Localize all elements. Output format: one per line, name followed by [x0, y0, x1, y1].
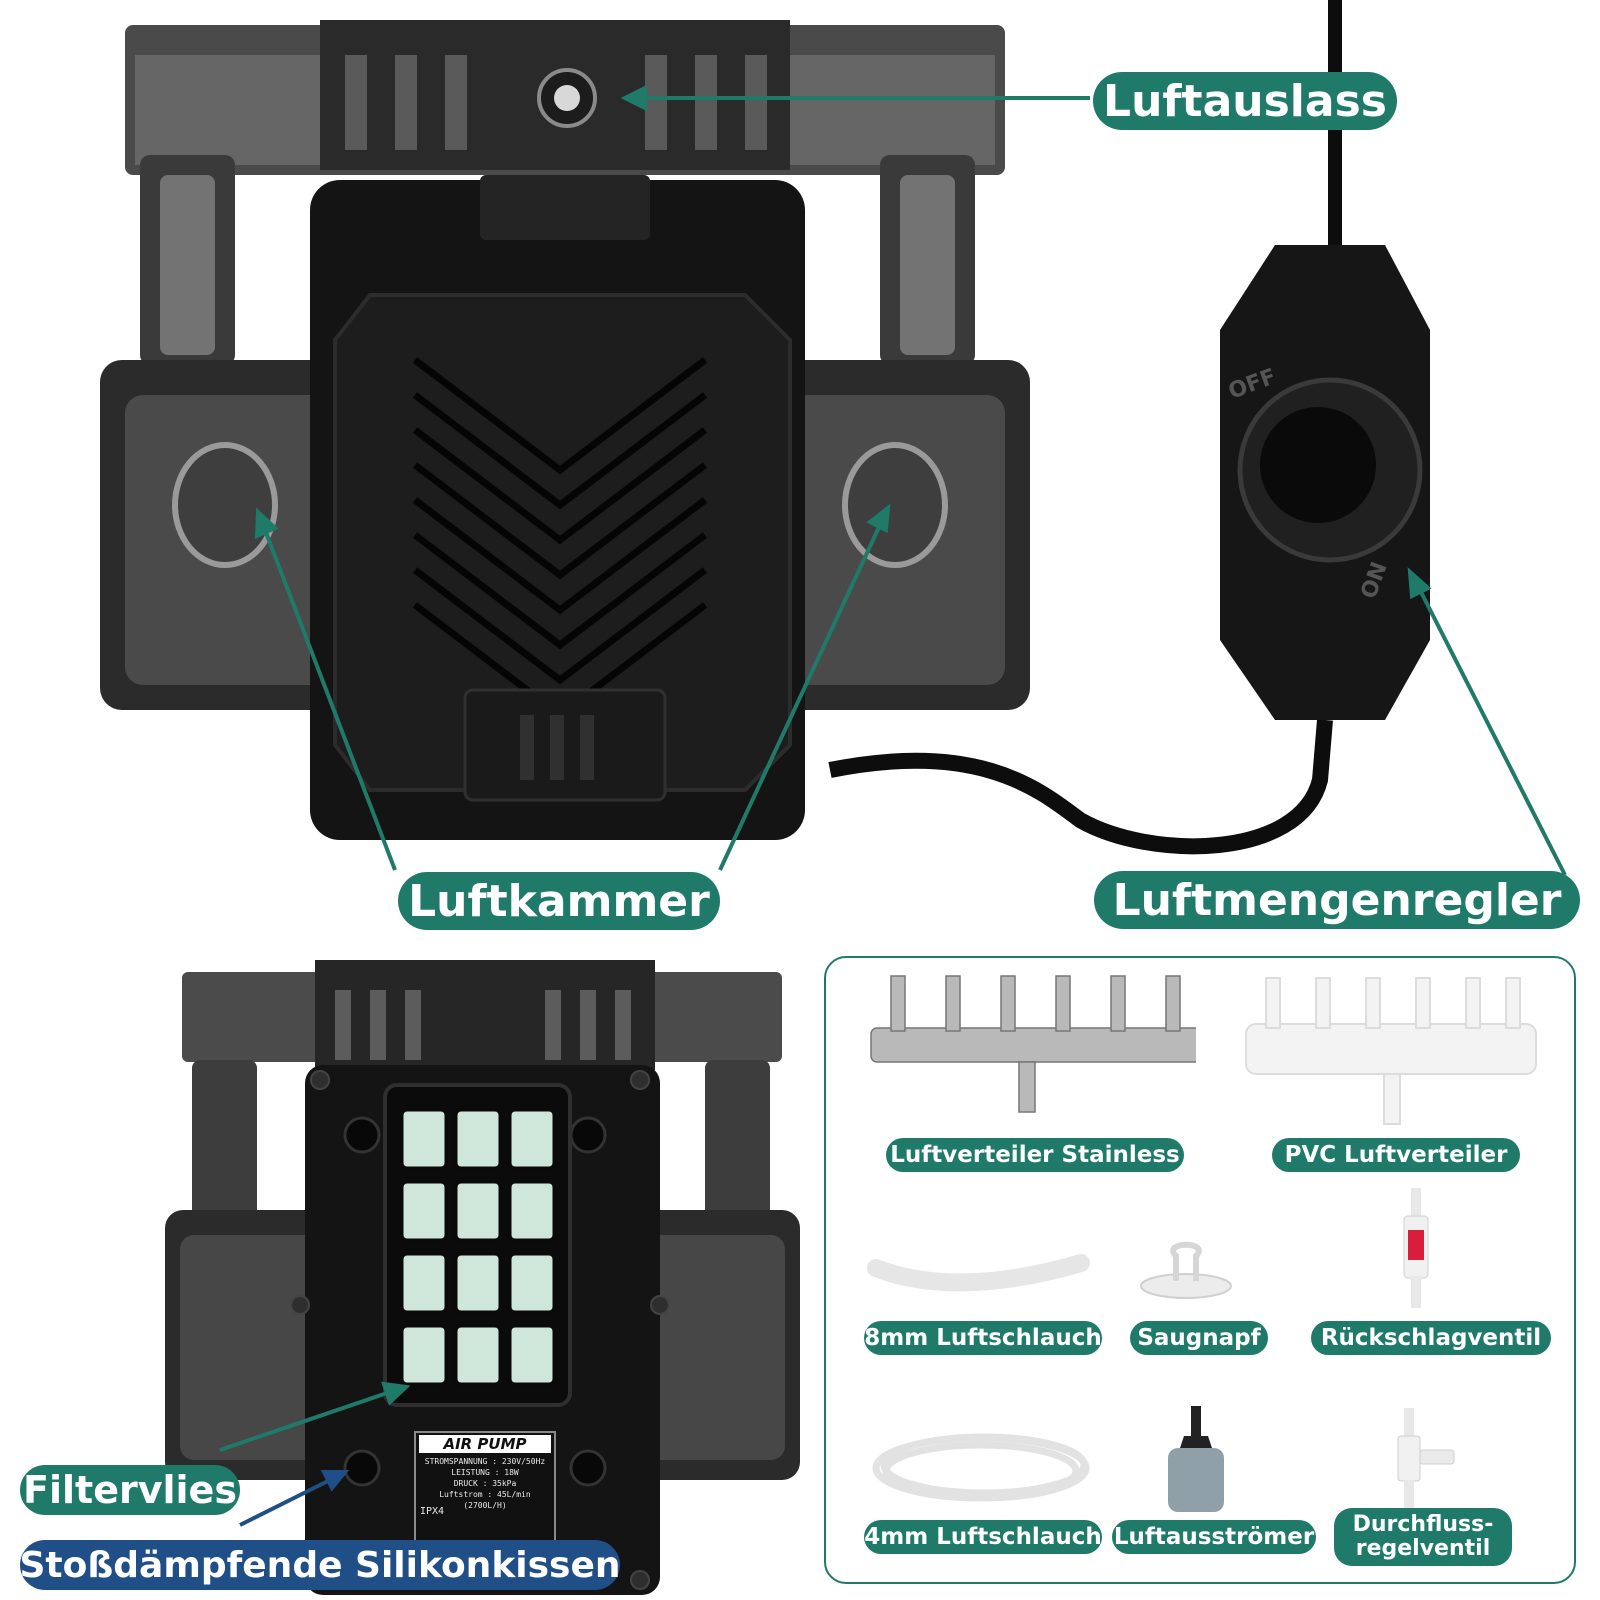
accessory-label-check-valve: Rückschlagventil	[1311, 1321, 1551, 1355]
accessory-label-steel-manifold: Luftverteiler Stainless	[886, 1138, 1184, 1172]
device-label-airflow: Luftstrom : 45L/min (2700L/H)	[439, 1490, 531, 1510]
air-chamber-label: Luftkammer	[398, 872, 720, 930]
air-pump-front-image	[100, 0, 1567, 876]
suction-cup-icon	[1140, 1241, 1232, 1299]
accessory-label-pvc-manifold: PVC Luftverteiler	[1272, 1138, 1520, 1172]
tube-8mm-icon	[867, 1254, 1090, 1292]
accessories-panel: Luftverteiler Stainless PVC Luftverteile…	[824, 956, 1576, 1584]
device-label-power: LEISTUNG : 18W	[451, 1468, 519, 1477]
steel-manifold-icon	[870, 975, 1196, 1113]
accessory-label-air-stone: Luftausströmer	[1112, 1520, 1316, 1554]
air-outlet-label: Luftauslass	[1093, 72, 1397, 130]
device-label-title: AIR PUMP	[419, 1435, 551, 1453]
pvc-manifold-icon	[1245, 977, 1537, 1125]
tube-4mm-icon	[872, 1433, 1090, 1502]
air-pump-back-image	[165, 960, 800, 1595]
accessory-label-suction-cup: Saugnapf	[1130, 1321, 1268, 1355]
accessory-label-tube-8mm: 8mm Luftschlauch	[864, 1321, 1102, 1355]
device-label-voltage: STROMSPANNUNG : 230V/50Hz	[424, 1457, 546, 1466]
air-stone-icon	[1168, 1406, 1224, 1512]
device-label-rating: IPX4	[420, 1506, 445, 1517]
accessory-label-tube-4mm: 4mm Luftschlauch	[864, 1520, 1102, 1554]
accessory-label-flow-valve: Durchfluss- regelventil	[1334, 1508, 1512, 1566]
check-valve-icon	[1403, 1188, 1429, 1308]
filter-fleece-label: Filtervlies	[20, 1465, 240, 1515]
silicone-pads-label: Stoßdämpfende Silikonkissen	[20, 1540, 621, 1590]
flow-valve-icon	[1397, 1408, 1455, 1514]
flow-regulator-label: Luftmengenregler	[1094, 871, 1580, 929]
device-label-pressure: DRUCK : 35kPa	[453, 1479, 517, 1488]
